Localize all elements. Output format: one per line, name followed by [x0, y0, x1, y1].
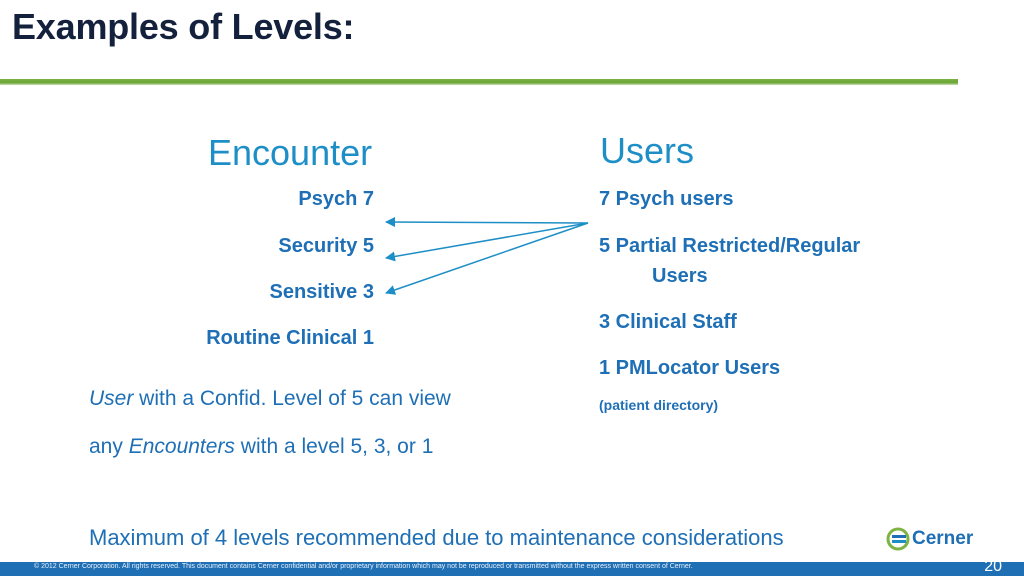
cerner-logo-text: Cerner: [912, 528, 974, 549]
arrow-to-sensitive: [385, 222, 589, 295]
user-level-clinical-staff: 3 Clinical Staff: [599, 311, 737, 333]
encounter-level-routine-clinical: Routine Clinical 1: [206, 327, 374, 349]
encounter-heading: Encounter: [208, 132, 373, 173]
statement-user-em: User: [89, 387, 134, 410]
encounter-level-security: Security 5: [278, 235, 374, 257]
statement-line-1: User with a Confid. Level of 5 can view: [89, 387, 451, 411]
title-divider: [0, 79, 958, 85]
statement-line-2: any Encounters with a level 5, 3, or 1: [89, 435, 433, 459]
maximum-levels-note: Maximum of 4 levels recommended due to m…: [89, 525, 784, 550]
page-number: 20: [984, 558, 1002, 575]
user-level-pmlocator: 1 PMLocator Users: [599, 357, 781, 379]
user-level-psych: 7 Psych users: [599, 188, 734, 210]
statement-line-2-pre: any: [89, 435, 129, 458]
arrow-to-security: [385, 222, 589, 262]
cerner-logo-icon: [886, 527, 910, 551]
encounter-level-sensitive: Sensitive 3: [269, 281, 374, 303]
user-level-partial-restricted-cont: Users: [652, 265, 708, 287]
encounter-level-psych: Psych 7: [298, 188, 374, 210]
statement-line-2-rest: with a level 5, 3, or 1: [234, 435, 434, 458]
users-heading: Users: [600, 130, 695, 171]
statement-line-1-rest: with a Confid. Level of 5 can view: [133, 387, 451, 410]
arrow-to-psych: [385, 217, 589, 228]
cerner-logo: Cerner: [886, 524, 986, 554]
patient-directory-note: (patient directory): [599, 397, 719, 413]
copyright-text: © 2012 Cerner Corporation. All rights re…: [34, 563, 693, 570]
statement-encounters-em: Encounters: [128, 435, 235, 458]
footer-bar: © 2012 Cerner Corporation. All rights re…: [0, 558, 1024, 576]
slide-title: Examples of Levels:: [12, 6, 355, 47]
user-level-partial-restricted: 5 Partial Restricted/Regular: [599, 235, 861, 257]
